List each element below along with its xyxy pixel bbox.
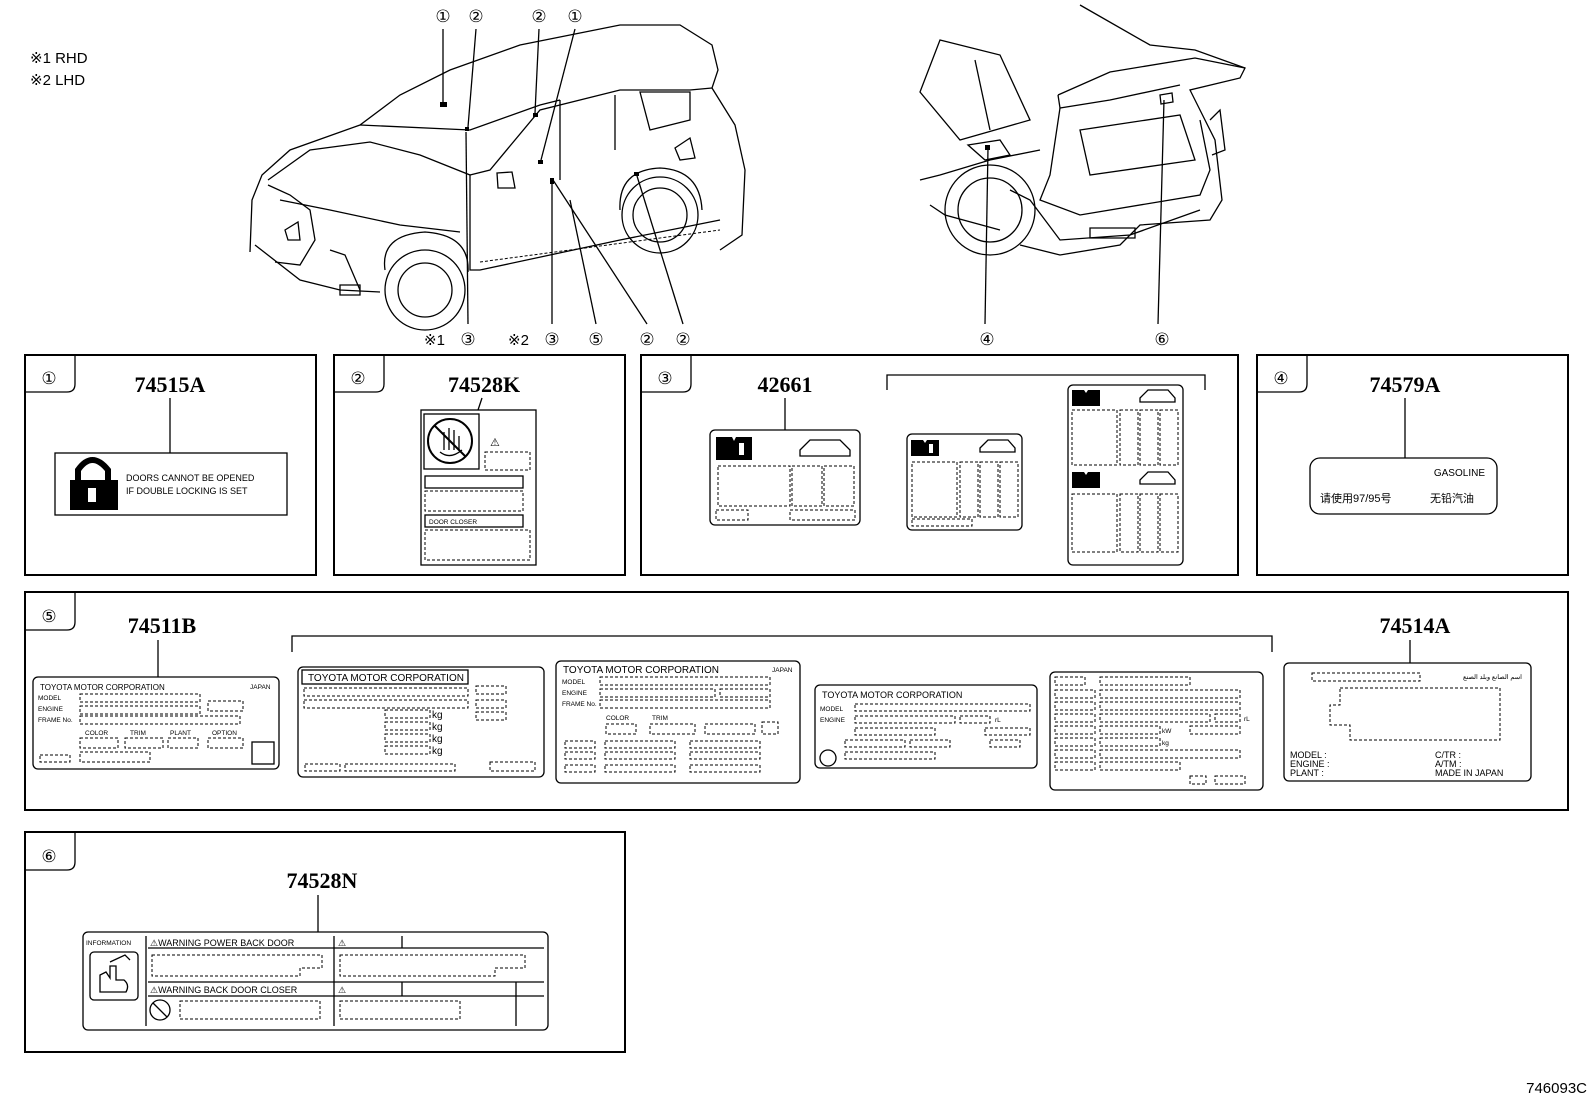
callout-2d: ②: [675, 330, 690, 349]
callout-rhd-mark: ※1: [424, 332, 445, 349]
panel-5: ⑤ 74511B 74514A TOYOTA MOTOR CORPORATION…: [24, 591, 1569, 811]
panel-3-part-number: 42661: [758, 372, 813, 397]
panel-1-part-number: 74515A: [135, 372, 206, 397]
panel-3: ③ 42661: [640, 354, 1239, 576]
plate-b-maker: TOYOTA MOTOR CORPORATION: [308, 673, 464, 684]
plate-a-maker: TOYOTA MOTOR CORPORATION: [40, 683, 165, 692]
panel-3-index: ③: [657, 369, 672, 388]
plate-f-arabic: اسم الصانع وبلد الصنع: [1463, 673, 1522, 681]
plate-f-ctr: C/TR :: [1435, 750, 1461, 760]
panel-6-part-number: 74528N: [287, 868, 358, 893]
front-leader-lines: [442, 28, 684, 325]
panel-2-index: ②: [350, 369, 365, 388]
rear-vehicle-illustration: [919, 4, 1246, 256]
callout-2a: ②: [468, 7, 483, 26]
plate-d-maker: TOYOTA MOTOR CORPORATION: [822, 690, 962, 700]
callout-1b: ①: [567, 7, 582, 26]
warning-triangle-icon: ⚠: [490, 437, 500, 449]
panel-5-index: ⑤: [41, 607, 56, 626]
callout-2b: ②: [531, 7, 546, 26]
door-closer-label: DOOR CLOSER: [429, 519, 477, 526]
doors-warning-line2: IF DOUBLE LOCKING IS SET: [126, 486, 248, 496]
callout-lhd-mark: ※2: [508, 332, 529, 349]
figure-code: 746093C: [1526, 1080, 1587, 1097]
plate-c-model: MODEL: [562, 679, 586, 686]
callout-4: ④: [979, 330, 994, 349]
warning-triangle-icon-3: ⚠: [338, 985, 346, 995]
panel-6: ⑥ 74528N INFORMATION ⚠WARNING POWER BACK…: [24, 831, 626, 1053]
plate-f-model: MODEL :: [1290, 750, 1327, 760]
panel-4: ④ 74579A GASOLINE 请使用97/95号 无铅汽油: [1256, 354, 1569, 576]
plate-c-maker: TOYOTA MOTOR CORPORATION: [563, 665, 719, 676]
no-touch-hand-icon: [427, 418, 473, 464]
plate-e-kw: kW: [1162, 728, 1172, 735]
plate-a-option: OPTION: [212, 730, 237, 737]
info-book-icon: [716, 437, 752, 460]
plate-e-rl: rL: [1244, 716, 1250, 723]
unleaded-fuel-cn: 无铅汽油: [1430, 491, 1474, 505]
plate-c-trim: TRIM: [652, 715, 668, 722]
plate-d-model: MODEL: [820, 706, 844, 713]
panel-1: ① 74515A DOORS CANNOT BE OPENED IF DOUBL…: [24, 354, 317, 576]
callout-5: ⑤: [588, 330, 603, 349]
plate-f-made-in: MADE IN JAPAN: [1435, 768, 1503, 778]
plate-d-rl: rL: [995, 717, 1001, 724]
info-book-icon-3: [1072, 390, 1100, 406]
panel-2-part-number: 74528K: [448, 372, 520, 397]
plate-a-model: MODEL: [38, 695, 62, 702]
plate-b-kg-4: kg: [432, 746, 443, 757]
legend-rhd: ※1 RHD: [30, 50, 88, 67]
plate-f-plant: PLANT :: [1290, 768, 1324, 778]
power-door-hand-icon: [99, 954, 131, 993]
doors-warning-line1: DOORS CANNOT BE OPENED: [126, 473, 255, 483]
plate-a-plant: PLANT: [170, 730, 191, 737]
panel-6-index: ⑥: [41, 847, 56, 866]
panel-4-index: ④: [1273, 369, 1288, 388]
plate-a-color: COLOR: [85, 730, 108, 737]
information-label: INFORMATION: [86, 940, 131, 947]
callout-3a: ③: [460, 330, 475, 349]
plate-c-engine: ENGINE: [562, 690, 588, 697]
fuel-instruction-cn: 请使用97/95号: [1320, 492, 1392, 505]
panel-2: ② 74528K ⚠ DOOR CLOSER: [333, 354, 626, 576]
info-book-icon-2: [911, 440, 939, 456]
warning-back-door-closer: ⚠WARNING BACK DOOR CLOSER: [150, 985, 298, 995]
padlock-icon: [70, 457, 118, 510]
plate-c-color: COLOR: [606, 715, 629, 722]
callout-1a: ①: [435, 7, 450, 26]
plate-f-atm: A/TM :: [1435, 759, 1462, 769]
callout-3b: ③: [544, 330, 559, 349]
plate-b-kg-2: kg: [432, 722, 443, 733]
plate-c-frame: FRAME No.: [562, 701, 597, 708]
front-vehicle-illustration: [249, 24, 746, 331]
rear-leader-lines: [984, 99, 1165, 325]
plate-a-frame: FRAME No.: [38, 717, 73, 724]
plate-c-japan: JAPAN: [772, 667, 793, 674]
plate-e-kg: kg: [1162, 740, 1169, 747]
front-callouts: ① ② ② ① ※1 ③ ※2 ③ ⑤ ② ②: [424, 7, 691, 349]
plate-f-engine: ENGINE :: [1290, 759, 1330, 769]
gasoline-label: GASOLINE: [1434, 468, 1485, 479]
warning-triangle-icon-2: ⚠: [338, 938, 346, 948]
panel-1-index: ①: [41, 369, 56, 388]
callout-6: ⑥: [1154, 330, 1169, 349]
panel-5-part-number-2: 74514A: [1380, 613, 1451, 638]
plate-a-japan: JAPAN: [250, 684, 271, 691]
callout-2c: ②: [639, 330, 654, 349]
panel-5-part-number: 74511B: [128, 613, 197, 638]
plate-b-kg-1: kg: [432, 710, 443, 721]
info-book-icon-4: [1072, 472, 1100, 488]
plate-b-kg-3: kg: [432, 734, 443, 745]
legend-lhd: ※2 LHD: [30, 72, 85, 89]
plate-a-engine: ENGINE: [38, 706, 64, 713]
plate-a-trim: TRIM: [130, 730, 146, 737]
plate-d-engine: ENGINE: [820, 717, 846, 724]
warning-power-back-door: ⚠WARNING POWER BACK DOOR: [150, 938, 295, 948]
panel-4-part-number: 74579A: [1370, 372, 1441, 397]
